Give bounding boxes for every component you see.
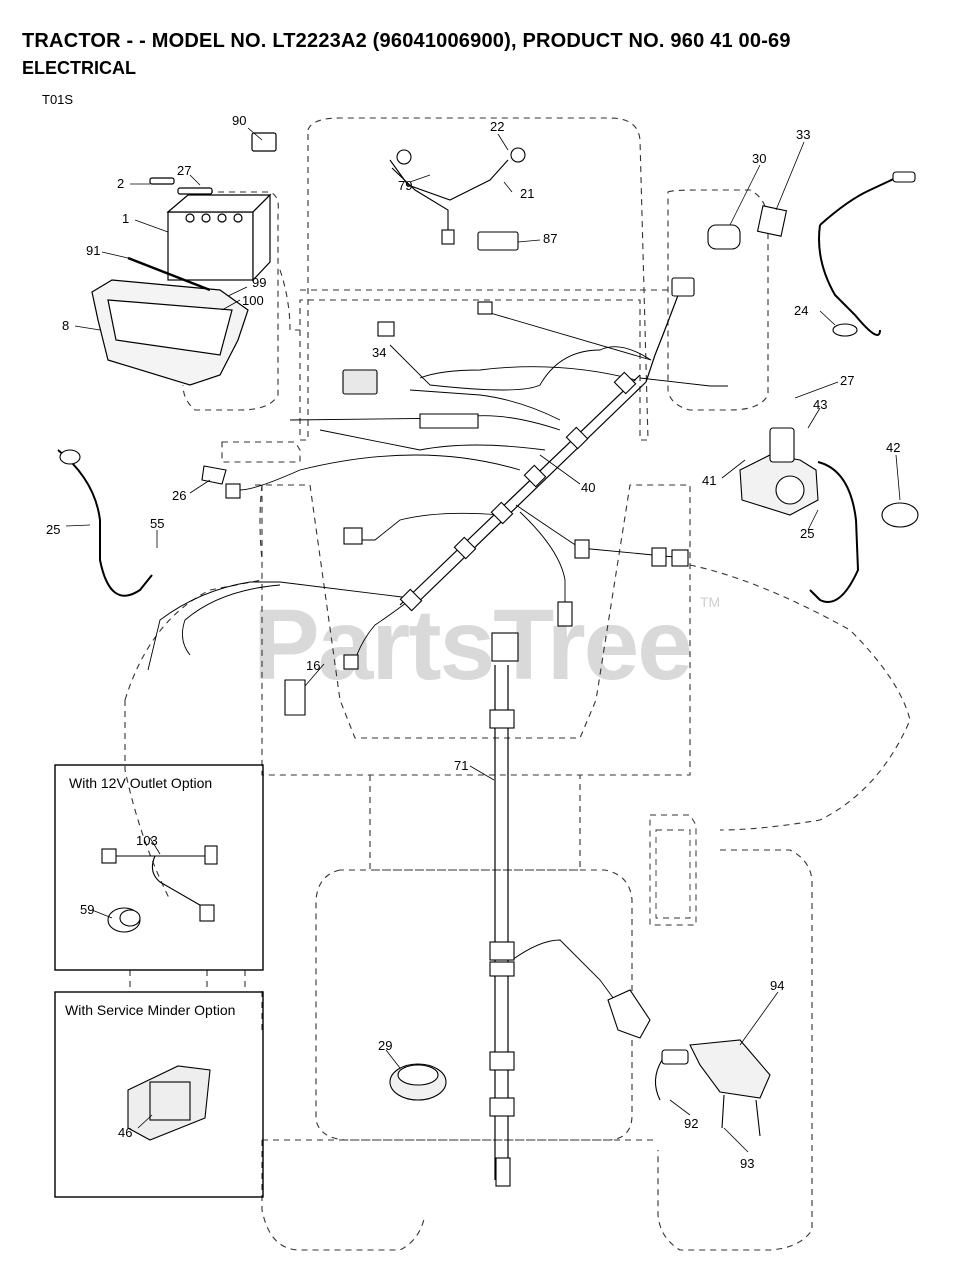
- callout-87: 87: [543, 231, 557, 246]
- callout-27: 27: [177, 163, 191, 178]
- ignition-and-switches: [201, 205, 788, 716]
- lower-harness-sleeves: [489, 632, 519, 1187]
- page-title: TRACTOR - - MODEL NO. LT2223A2 (96041006…: [22, 30, 791, 52]
- callout-41: 41: [702, 473, 716, 488]
- callout-24: 24: [794, 303, 808, 318]
- callout-2: 2: [117, 176, 124, 191]
- service-minder-label: With Service Minder Option: [65, 1002, 235, 1018]
- callout-21: 21: [520, 186, 534, 201]
- callout-25-left: 25: [46, 522, 60, 537]
- callout-22: 22: [490, 119, 504, 134]
- callout-26: 26: [172, 488, 186, 503]
- service-minder-inset: [54, 991, 264, 1198]
- callout-16: 16: [306, 658, 320, 673]
- outlet-option-label: With 12V Outlet Option: [69, 775, 212, 791]
- callout-1: 1: [122, 211, 129, 226]
- outlet-option-inset: [54, 764, 264, 971]
- battery-group: [91, 132, 277, 386]
- callout-99: 99: [252, 275, 266, 290]
- callout-42: 42: [886, 440, 900, 455]
- lower-harness: [494, 665, 623, 1180]
- watermark-text: PartsTree: [253, 589, 693, 701]
- callout-labels: 90 2 27 1 91 99 100 8 22 79 21 87 33 30 …: [46, 113, 900, 1171]
- main-harness: [147, 289, 728, 671]
- insets: [54, 764, 264, 1198]
- callout-33: 33: [796, 127, 810, 142]
- leader-lines: [65, 127, 901, 1153]
- callout-79: 79: [398, 178, 412, 193]
- callout-29: 29: [378, 1038, 392, 1053]
- callout-25-right: 25: [800, 526, 814, 541]
- rear-components: [389, 989, 771, 1137]
- callout-8: 8: [62, 318, 69, 333]
- battery: [167, 211, 254, 281]
- callout-92: 92: [684, 1116, 698, 1131]
- outlet-inset-parts: [101, 845, 218, 933]
- solenoid-and-cables: [57, 171, 919, 603]
- callout-34: 34: [372, 345, 386, 360]
- diagram-code: T01S: [42, 92, 74, 107]
- callout-94: 94: [770, 978, 784, 993]
- service-minder-inset-parts: [127, 1065, 211, 1141]
- callout-27b: 27: [840, 373, 854, 388]
- callout-43: 43: [813, 397, 827, 412]
- harness-sleeves: [225, 277, 695, 670]
- callout-46: 46: [118, 1125, 132, 1140]
- callout-93: 93: [740, 1156, 754, 1171]
- callout-40: 40: [581, 480, 595, 495]
- tractor-outline: [124, 117, 911, 1251]
- parts-tree-watermark: PartsTree TM: [253, 588, 720, 703]
- callout-90: 90: [232, 113, 246, 128]
- callout-71: 71: [454, 758, 468, 773]
- callout-59: 59: [80, 902, 94, 917]
- callout-100: 100: [242, 293, 264, 308]
- callout-55: 55: [150, 516, 164, 531]
- callout-91: 91: [86, 243, 100, 258]
- callout-103: 103: [136, 833, 158, 848]
- watermark-trademark: TM: [700, 594, 721, 610]
- section-title: ELECTRICAL: [22, 58, 136, 78]
- headlights: [389, 147, 526, 251]
- callout-30: 30: [752, 151, 766, 166]
